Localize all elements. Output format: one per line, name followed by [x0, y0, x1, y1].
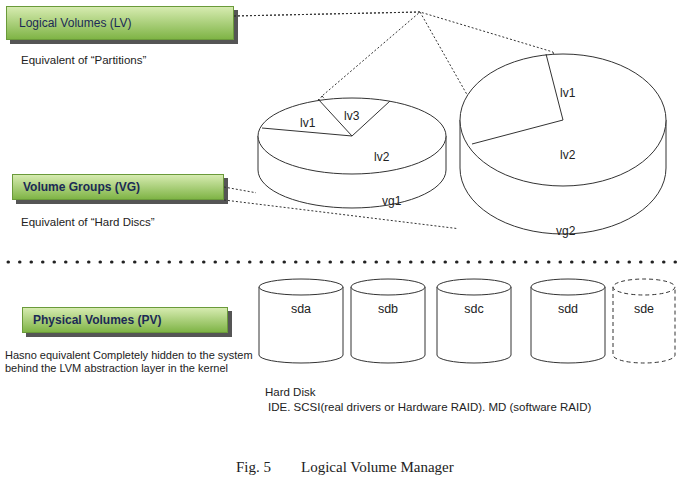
dotted-connector [234, 12, 553, 52]
disk-body [437, 287, 511, 363]
hard-disk-cylinder: sda [258, 278, 344, 364]
disk-top [613, 279, 675, 295]
dotted-connector [224, 187, 256, 193]
disk-note: IDE. SCSI(real drivers or Hardware RAID)… [268, 400, 591, 414]
disk-label: sda [258, 302, 344, 316]
connector-line [234, 12, 553, 52]
volume-label: lv3 [344, 109, 359, 123]
layer-title: Physical Volumes (PV) [33, 313, 162, 327]
disk-note: Hard Disk [265, 385, 315, 399]
volume-group-disc: lv1 lv2 vg2 [458, 52, 670, 244]
sector-line [472, 120, 563, 144]
disk-label: sde [612, 302, 676, 316]
layer-box: Logical Volumes (LV)Equivalent of “Parti… [6, 6, 234, 40]
equivalent-note: Hasno equivalent Completely hidden to th… [5, 349, 263, 375]
layer-title: Volume Groups (VG) [23, 180, 140, 194]
layer-box: Volume Groups (VG)Equivalent of “Hard Di… [12, 174, 224, 200]
disk-shape [612, 278, 676, 364]
equivalent-note: Equivalent of “Hard Discs” [21, 215, 155, 229]
disk-label: sdd [530, 302, 606, 316]
disk-body [531, 287, 605, 363]
disk-top [437, 279, 511, 295]
volume-label: lv1 [560, 86, 575, 100]
disk-shape [258, 278, 344, 364]
hard-disk-cylinder: sdb [350, 278, 426, 364]
connector-line [224, 200, 458, 229]
disk-top [351, 279, 425, 295]
volume-label: vg1 [382, 194, 401, 208]
hard-disk-cylinder: sdd [530, 278, 606, 364]
disk-body [613, 287, 675, 363]
volume-group-disc: lv1 lv3 lv2 vg1 [256, 96, 448, 214]
connector-line [224, 187, 256, 193]
disk-body [259, 287, 343, 363]
disk-shape [530, 278, 606, 364]
dotted-connector [224, 200, 458, 229]
hard-disk-cylinder: sdc [436, 278, 512, 364]
volume-label: vg2 [556, 224, 575, 238]
hard-disk-cylinder: sde [612, 278, 676, 364]
layer-title: Logical Volumes (LV) [19, 16, 132, 30]
disk-top [259, 279, 343, 295]
volume-label: lv2 [374, 150, 389, 164]
dotted-connector [234, 12, 420, 96]
layer-box: Physical Volumes (PV)Hasno equivalent Co… [22, 307, 228, 333]
disk-body [351, 287, 425, 363]
equivalent-note: Equivalent of “Partitions” [21, 53, 146, 67]
disk-shape [436, 278, 512, 364]
volume-label: lv2 [560, 148, 575, 162]
disc-top [258, 98, 446, 174]
disk-shape [350, 278, 426, 364]
volume-label: lv1 [300, 116, 315, 130]
connector-line [234, 12, 420, 96]
disk-top [531, 279, 605, 295]
separator-dots [8, 261, 676, 264]
disk-label: sdc [436, 302, 512, 316]
disk-label: sdb [350, 302, 426, 316]
disc-top [460, 54, 666, 186]
figure-caption: Fig. 5 Logical Volume Manager [236, 459, 454, 476]
